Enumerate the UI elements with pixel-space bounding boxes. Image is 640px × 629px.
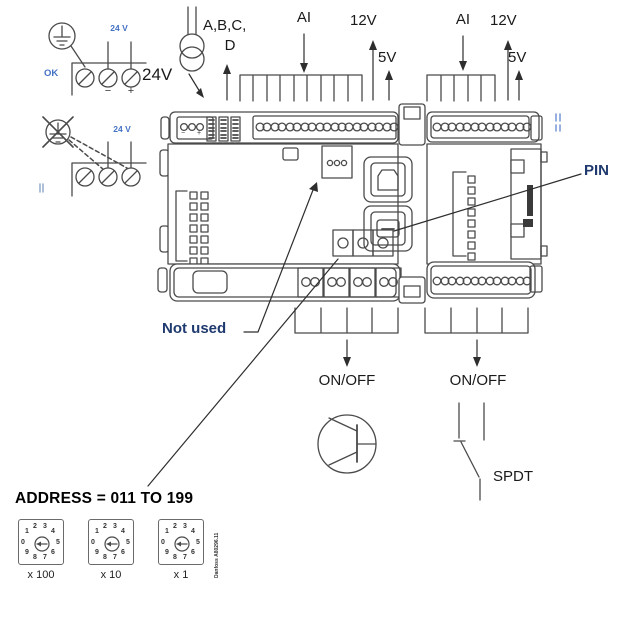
rotary-address-switch: 1 2 3 4 5 6 7 8 9 0 — [158, 519, 204, 565]
label-ok: OK — [44, 68, 59, 79]
rotary-digit: 5 — [196, 539, 200, 546]
rotary-digit: 8 — [103, 554, 107, 561]
rotary-digit: 2 — [173, 523, 177, 530]
rotary-digit: 3 — [113, 523, 117, 530]
label-24v-supply: 24V — [142, 65, 173, 84]
label-ai-right: AI — [455, 11, 471, 28]
label-12v-right: 12V — [490, 12, 517, 29]
rotary-digit: 2 — [33, 523, 37, 530]
leader-lines — [147, 173, 582, 487]
rotary-digit: 9 — [95, 549, 99, 556]
earth-ground-icon — [48, 22, 86, 68]
footnote-brand: Danfoss — [214, 558, 220, 578]
label-not-used: Not used — [162, 320, 227, 337]
label-5v-left: 5V — [378, 49, 397, 66]
rotary-digit: 7 — [113, 554, 117, 561]
label-spdt: SPDT — [493, 468, 534, 485]
module-joiners — [398, 103, 426, 304]
top-signal-arrows — [188, 33, 523, 101]
spdt-switch-icon — [453, 402, 485, 501]
label-5v-right: 5V — [508, 49, 527, 66]
rotary-address-switch: 1 2 3 4 5 6 7 8 9 0 — [18, 519, 64, 565]
device-plus: + — [197, 130, 202, 137]
rotary-digit: 0 — [21, 539, 25, 546]
rotary-address-switch: 1 2 3 4 5 6 7 8 9 0 — [88, 519, 134, 565]
multiplier-label: x 100 — [27, 569, 55, 581]
label-minus: − — [104, 85, 112, 97]
rotary-digit: 4 — [121, 528, 125, 535]
supply-terminals-not-ok — [68, 136, 147, 197]
rotary-digit: 3 — [183, 523, 187, 530]
label-bus-abc: A,B,C, — [203, 17, 247, 34]
rotary-digit: 1 — [95, 528, 99, 535]
label-onoff-right: ON/OFF — [449, 372, 507, 389]
rotary-digit: 1 — [165, 528, 169, 535]
rotary-digit: 7 — [43, 554, 47, 561]
rotary-dial-icon — [104, 536, 120, 552]
label-24v-mid: 24 V — [113, 124, 131, 134]
multiplier-label: x 1 — [173, 569, 189, 581]
rotary-digit: 8 — [33, 554, 37, 561]
rotary-digit: 0 — [91, 539, 95, 546]
rotary-digit: 4 — [191, 528, 195, 535]
rotary-digit: 9 — [165, 549, 169, 556]
label-onoff-left: ON/OFF — [318, 372, 376, 389]
rotary-digit: 5 — [126, 539, 130, 546]
address-switch-group: 1 2 3 4 5 6 7 8 9 0 x 100 1 — [18, 519, 204, 581]
address-title: ADDRESS = 011 TO 199 — [15, 490, 194, 507]
left-module — [157, 111, 413, 302]
transistor-icon — [317, 414, 377, 474]
footnote-drawing-number: Danfoss A80296.11 — [214, 522, 221, 578]
output-brackets — [294, 307, 529, 367]
rotary-digit: 6 — [191, 549, 195, 556]
right-module — [426, 111, 561, 299]
top-terminal-brackets — [239, 74, 496, 102]
rotary-switch-unit: 1 2 3 4 5 6 7 8 9 0 x 10 — [88, 519, 134, 581]
rotary-digit: 5 — [56, 539, 60, 546]
rotary-digit: 7 — [183, 554, 187, 561]
rotary-digit: 6 — [121, 549, 125, 556]
rotary-digit: 8 — [173, 554, 177, 561]
footnote-code: A80296.11 — [214, 532, 220, 557]
multiplier-label: x 10 — [100, 569, 122, 581]
rotary-digit: 2 — [103, 523, 107, 530]
earth-ground-crossed-icon — [39, 116, 74, 193]
rotary-dial-icon — [174, 536, 190, 552]
rotary-digit: 4 — [51, 528, 55, 535]
transformer-icon — [179, 6, 205, 72]
rotary-digit: 3 — [43, 523, 47, 530]
label-12v-left: 12V — [350, 12, 377, 29]
rotary-digit: 0 — [161, 539, 165, 546]
label-ai-left: AI — [296, 9, 312, 26]
rotary-digit: 9 — [25, 549, 29, 556]
device-minus: − — [181, 130, 186, 137]
rotary-digit: 6 — [51, 549, 55, 556]
label-plus: + — [127, 85, 135, 97]
rotary-switch-unit: 1 2 3 4 5 6 7 8 9 0 x 100 — [18, 519, 64, 581]
rotary-digit: 1 — [25, 528, 29, 535]
label-pin: PIN — [584, 162, 610, 179]
rotary-dial-icon — [34, 536, 50, 552]
label-bus-d: D — [224, 37, 236, 54]
supply-terminals-ok — [71, 41, 147, 96]
rotary-switch-unit: 1 2 3 4 5 6 7 8 9 0 x 1 — [158, 519, 204, 581]
label-24v-top: 24 V — [110, 23, 128, 33]
